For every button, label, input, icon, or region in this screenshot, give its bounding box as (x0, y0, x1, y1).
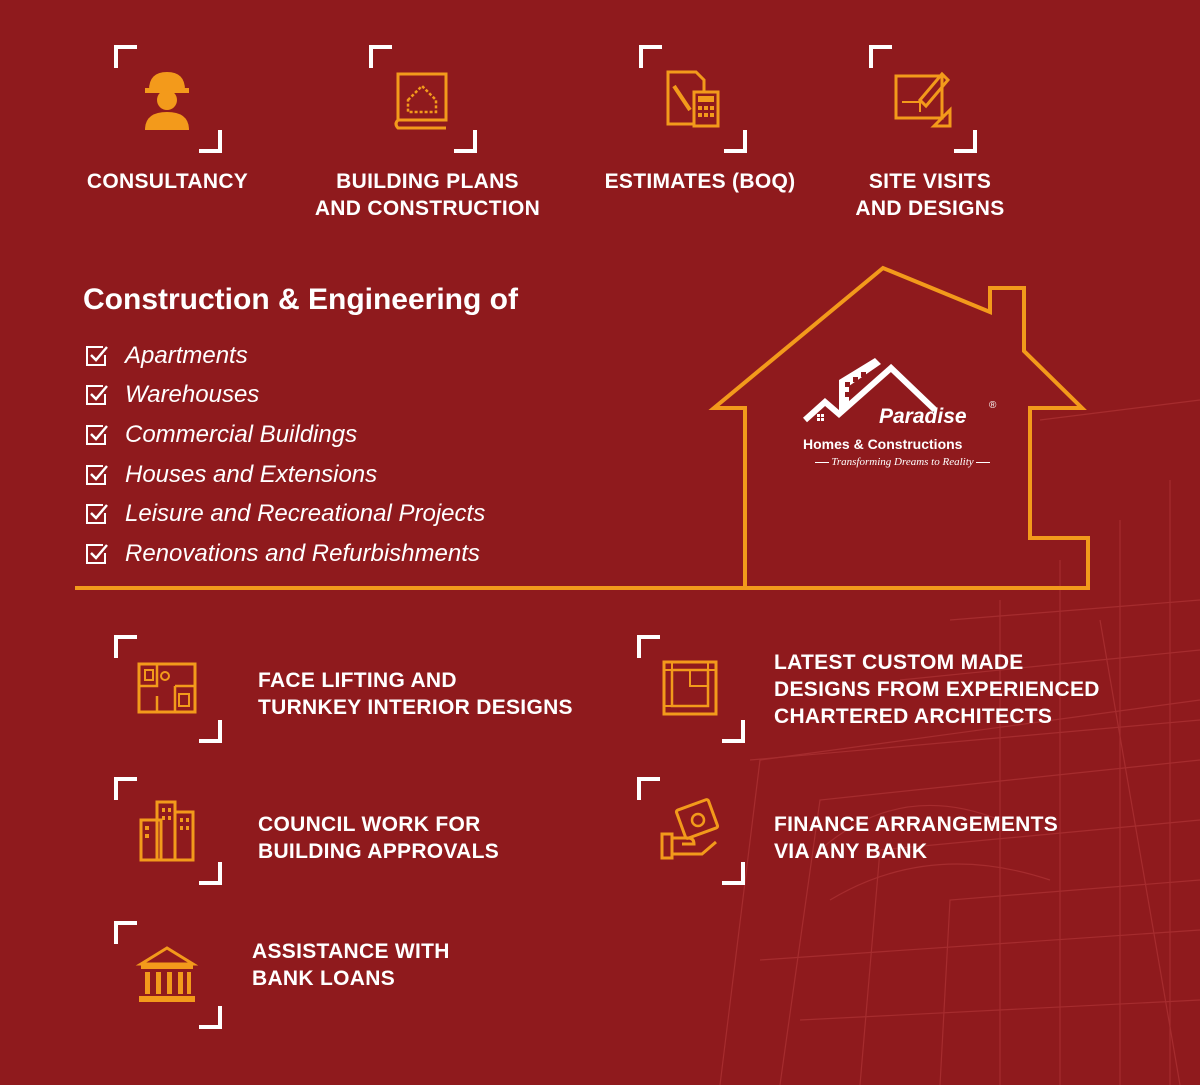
service-frame-council-work (113, 776, 223, 886)
logo-tagline: Transforming Dreams to Reality (795, 456, 1010, 468)
checkbox-icon (86, 464, 108, 485)
checkbox-icon (86, 385, 108, 406)
service-label-estimates: ESTIMATES (BOQ) (604, 170, 796, 193)
checkbox-icon (86, 345, 108, 366)
service-frame-building-plans (368, 44, 478, 154)
service-label-consultancy: CONSULTANCY (86, 170, 249, 193)
list-item: Warehouses (85, 376, 485, 416)
logo-subtitle: Homes & Constructions (803, 436, 963, 452)
service-frame-face-lifting (113, 634, 223, 744)
buildings-icon (139, 800, 195, 862)
service-label-site-visits: SITE VISITS AND DESIGNS (855, 170, 1005, 220)
logo-registered: ® (989, 400, 997, 411)
service-label-building-plans: BUILDING PLANS AND CONSTRUCTION (314, 170, 541, 220)
calculator-icon (666, 70, 720, 128)
service-label-face-lifting: FACE LIFTING AND TURNKEY INTERIOR DESIGN… (258, 669, 573, 719)
drafting-icon (894, 71, 952, 128)
service-label-finance: FINANCE ARRANGEMENTS VIA ANY BANK (774, 813, 1059, 863)
service-frame-bank-loans (113, 920, 223, 1030)
architect-plan-icon (662, 660, 718, 716)
service-frame-custom-designs (636, 634, 746, 744)
list-item: Apartments (85, 336, 485, 376)
list-item: Leisure and Recreational Projects (85, 494, 485, 534)
list-item: Renovations and Refurbishments (85, 534, 485, 574)
construction-heading: Construction & Engineering of (83, 283, 518, 316)
paradise-logo: Paradise ® Homes & Constructions Transfo… (795, 350, 1015, 480)
engineer-icon (145, 72, 189, 130)
bank-icon (135, 946, 199, 1002)
list-item: Commercial Buildings (85, 415, 485, 455)
blueprint-icon (394, 72, 448, 130)
service-label-bank-loans: ASSISTANCE WITH BANK LOANS (252, 940, 450, 990)
service-label-custom-designs: LATEST CUSTOM MADE DESIGNS FROM EXPERIEN… (774, 651, 1100, 728)
service-label-council-work: COUNCIL WORK FOR BUILDING APPROVALS (258, 813, 500, 863)
construction-list: Apartments Warehouses Commercial Buildin… (85, 336, 485, 574)
logo-roof-icon (802, 358, 938, 423)
floorplan-icon (137, 662, 197, 714)
checkbox-icon (86, 504, 108, 525)
checkbox-icon (86, 424, 108, 445)
logo-brand: Paradise (879, 405, 967, 428)
service-frame-estimates (638, 44, 748, 154)
checkbox-icon (86, 543, 108, 564)
service-frame-finance (636, 776, 746, 886)
list-item: Houses and Extensions (85, 455, 485, 495)
service-frame-site-visits (868, 44, 978, 154)
money-hand-icon (660, 798, 720, 860)
service-frame-consultancy (113, 44, 223, 154)
